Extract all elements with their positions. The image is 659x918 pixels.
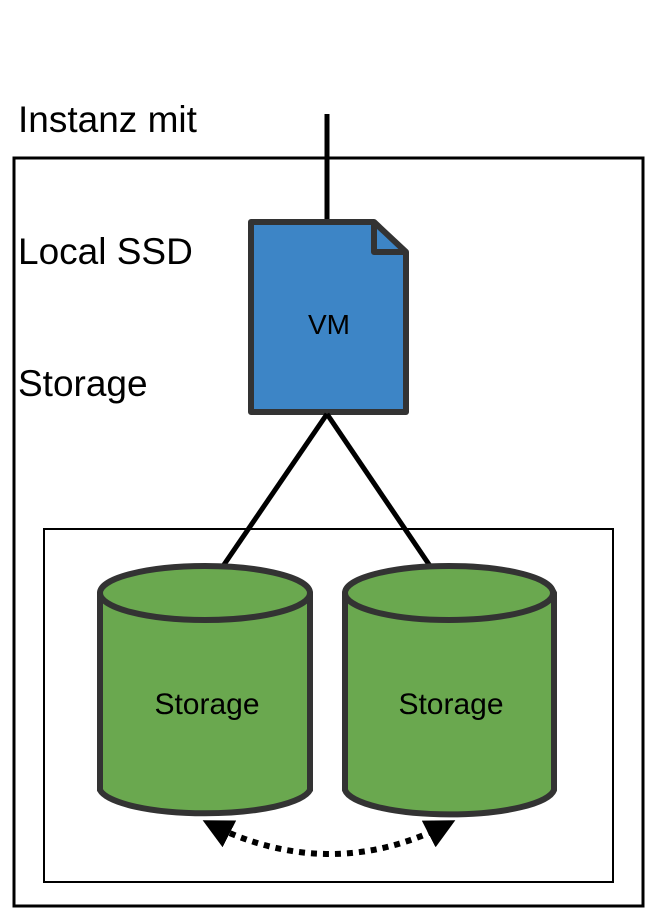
edge-vm-storage-left — [203, 412, 330, 593]
storage-node-left[interactable]: Storage — [97, 563, 313, 817]
diagram-title: Instanz mit Local SSD Storage — [18, 10, 197, 450]
vm-label: VM — [308, 309, 350, 340]
vm-document-icon — [248, 219, 409, 415]
storage-left-label: Storage — [154, 688, 259, 721]
storage-left-top — [97, 563, 313, 623]
edge-vm-storage-right — [324, 412, 450, 593]
title-line-2: Local SSD — [18, 231, 193, 272]
storage-group-box — [43, 528, 614, 883]
vm-fold-corner — [371, 222, 406, 255]
title-line-1: Instanz mit — [18, 99, 197, 140]
storage-right-label: Storage — [398, 688, 503, 721]
vm-node[interactable]: VM — [248, 219, 409, 415]
title-line-3: Storage — [18, 363, 148, 404]
edge-storage-replication — [202, 820, 456, 857]
storage-right-top — [342, 563, 556, 623]
storage-node-right[interactable]: Storage — [342, 563, 557, 818]
